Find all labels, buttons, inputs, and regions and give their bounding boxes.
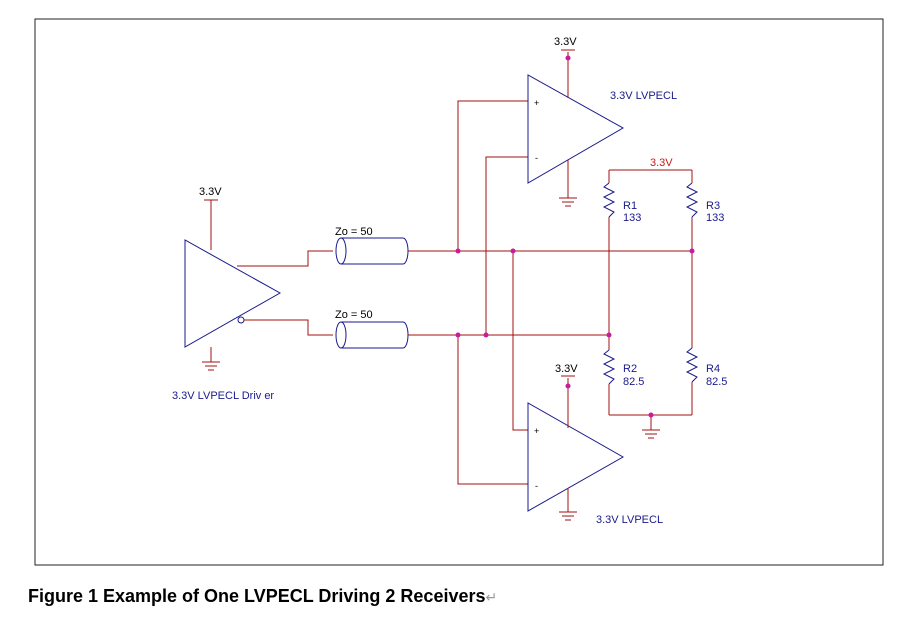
paragraph-mark-icon: ↵: [485, 589, 498, 605]
r2-ref-label: R2: [623, 363, 637, 375]
receiver-top-supply-label: 3.3V: [554, 36, 577, 48]
bias-ground-icon: [642, 429, 660, 439]
top-rx-minus-wire: [485, 156, 528, 335]
schematic-frame: [34, 18, 884, 566]
driver-ground-icon: [202, 361, 220, 371]
junction-dot: [648, 412, 654, 418]
receiver-bottom-supply-label: 3.3V: [555, 363, 578, 375]
r4-ref-label: R4: [706, 363, 720, 375]
driver-out-n-wire: [244, 319, 333, 336]
resistor-r1: [602, 170, 616, 335]
bottom-rx-plus-wire: [512, 251, 528, 431]
zo-label-top: Zo = 50: [335, 226, 373, 238]
junction-dot: [483, 332, 489, 338]
r1-value-label: 133: [623, 212, 641, 224]
r3-ref-label: R3: [706, 200, 720, 212]
resistor-r4: [685, 347, 699, 415]
junction-dot: [565, 55, 571, 61]
receiver-top-ground-icon: [559, 197, 577, 207]
driver-label: 3.3V LVPECL Driv er: [172, 390, 274, 402]
figure-caption-text: Figure 1 Example of One LVPECL Driving 2…: [28, 586, 486, 606]
driver-supply-label: 3.3V: [199, 186, 222, 198]
driver-buffer: [184, 199, 282, 362]
resistor-r3: [685, 170, 699, 348]
receiver-top-label: 3.3V LVPECL: [610, 90, 677, 102]
junction-dot: [689, 248, 695, 254]
r1-ref-label: R1: [623, 200, 637, 212]
receiver-top-plus-sign: +: [534, 98, 539, 108]
r3-value-label: 133: [706, 212, 724, 224]
transmission-line-top: [335, 237, 409, 265]
bias-supply-label: 3.3V: [650, 157, 673, 169]
receiver-bottom-minus-sign: -: [535, 481, 538, 491]
top-rx-plus-wire: [457, 100, 528, 251]
transmission-line-bottom: [335, 321, 409, 349]
r4-value-label: 82.5: [706, 376, 727, 388]
resistor-r2: [602, 335, 616, 415]
zo-label-bottom: Zo = 50: [335, 309, 373, 321]
junction-dot: [565, 383, 571, 389]
receiver-top-minus-sign: -: [535, 153, 538, 163]
receiver-bottom-plus-sign: +: [534, 426, 539, 436]
r2-value-label: 82.5: [623, 376, 644, 388]
figure-caption: Figure 1 Example of One LVPECL Driving 2…: [28, 586, 497, 607]
junction-dot: [510, 248, 516, 254]
junction-dot: [455, 248, 461, 254]
driver-out-p-wire: [237, 250, 333, 267]
receiver-bottom-ground-icon: [559, 511, 577, 521]
bottom-rx-minus-wire: [457, 335, 528, 485]
junction-dot: [455, 332, 461, 338]
receiver-bottom-label: 3.3V LVPECL: [596, 514, 663, 526]
junction-dots: [455, 55, 695, 418]
junction-dot: [606, 332, 612, 338]
